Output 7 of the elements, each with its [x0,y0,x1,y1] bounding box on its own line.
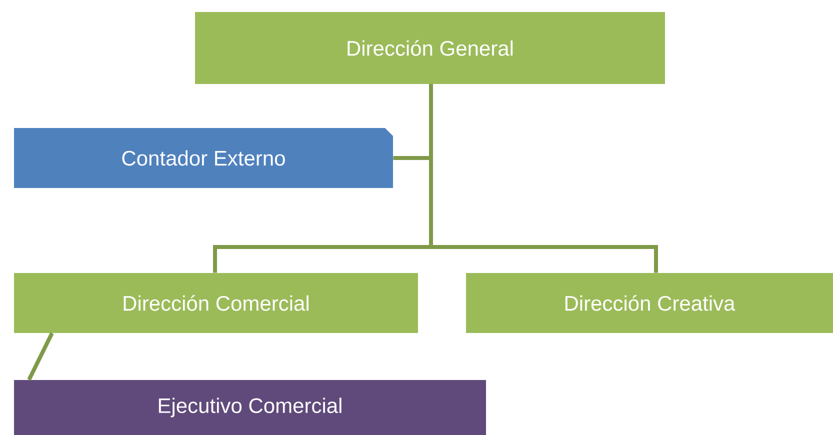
org-box: Dirección Comercial [14,272,418,333]
org-box: Contador Externo [14,128,393,188]
connector-line [27,332,54,381]
org-box: Ejecutivo Comercial [14,380,486,435]
org-box: Dirección Creativa [466,272,833,333]
connector-line [429,84,658,273]
org-box: Dirección General [195,12,665,84]
